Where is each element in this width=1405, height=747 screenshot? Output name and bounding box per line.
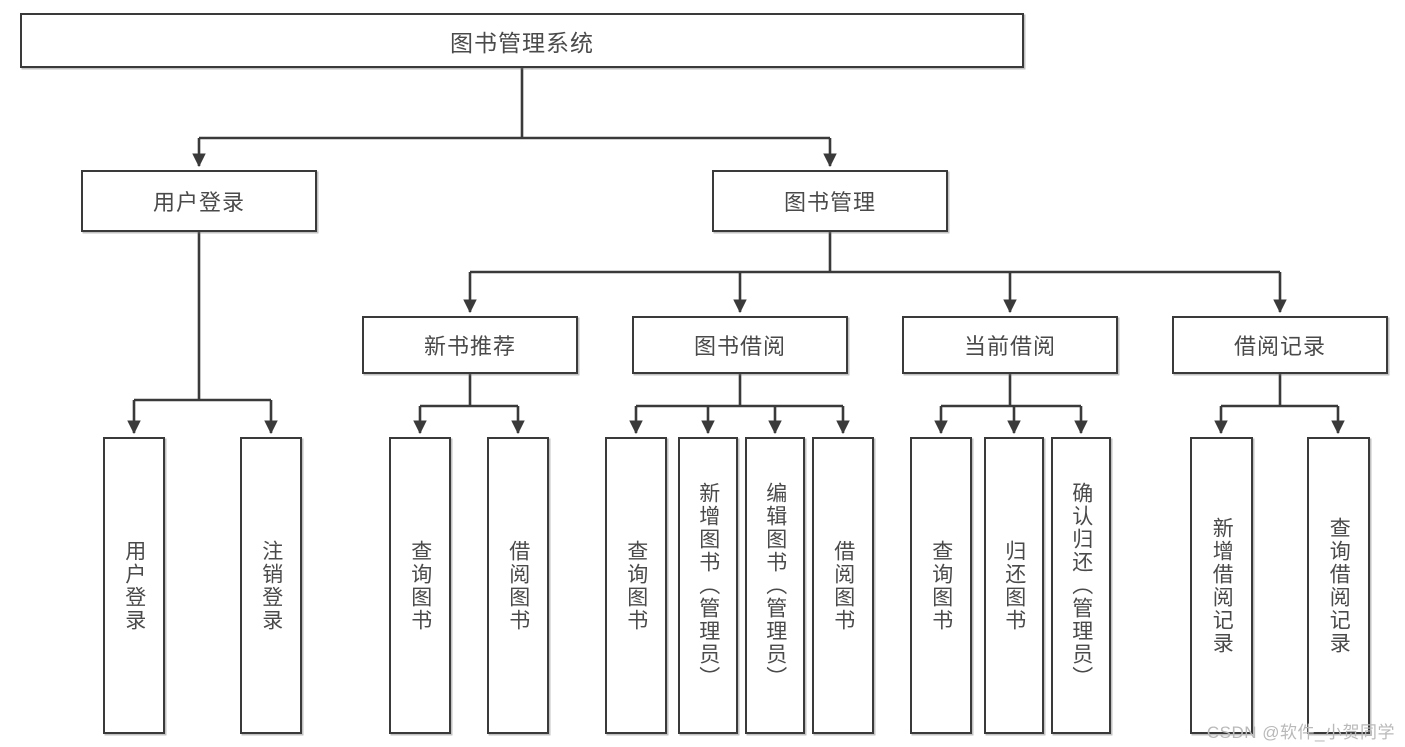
leaf-borrow-books-recommend[interactable]: 借阅图书	[487, 437, 549, 734]
leaf-add-borrow-record[interactable]: 新增借阅记录	[1190, 437, 1253, 734]
edges-level1-to-level2	[463, 232, 1287, 314]
node-label: 确认归还（管理员）	[1069, 482, 1093, 689]
node-new-book-recommend[interactable]: 新书推荐	[362, 316, 578, 374]
node-label: 当前借阅	[963, 334, 1056, 359]
node-label: 新增借阅记录	[1210, 516, 1234, 655]
node-label: 借阅图书	[506, 539, 530, 632]
node-label: 图书管理	[783, 190, 876, 215]
node-user-login[interactable]: 用户登录	[81, 170, 317, 232]
node-label: 用户登录	[122, 539, 146, 632]
edges-borrow-to-leaves	[629, 374, 850, 435]
edges-current-borrow-to-leaves	[934, 374, 1088, 435]
leaf-confirm-return-admin[interactable]: 确认归还（管理员）	[1051, 437, 1111, 734]
leaf-borrow-books[interactable]: 借阅图书	[812, 437, 874, 734]
node-book-management[interactable]: 图书管理	[712, 170, 948, 232]
csdn-watermark: CSDN @软件_小贺同学	[1206, 723, 1395, 742]
edges-user-login-to-leaves	[127, 232, 278, 435]
edges-root-to-level1	[192, 68, 837, 168]
node-label: 新书推荐	[423, 334, 516, 359]
node-label: 编辑图书（管理员）	[763, 482, 787, 689]
node-book-borrow[interactable]: 图书借阅	[632, 316, 848, 374]
node-label: 查询图书	[408, 539, 432, 632]
node-label: 新增图书（管理员）	[696, 482, 720, 689]
node-current-borrow[interactable]: 当前借阅	[902, 316, 1118, 374]
leaf-query-borrow-record[interactable]: 查询借阅记录	[1307, 437, 1370, 734]
edges-records-to-leaves	[1214, 374, 1345, 435]
leaf-logout[interactable]: 注销登录	[240, 437, 302, 734]
node-label: 查询图书	[624, 539, 648, 632]
node-label: 查询借阅记录	[1327, 516, 1351, 655]
leaf-query-books-current[interactable]: 查询图书	[910, 437, 972, 734]
leaf-add-book-admin[interactable]: 新增图书（管理员）	[678, 437, 738, 734]
edges-new-books-to-leaves	[413, 374, 525, 435]
leaf-edit-book-admin[interactable]: 编辑图书（管理员）	[745, 437, 805, 734]
node-label: 借阅记录	[1233, 334, 1326, 359]
node-label: 查询图书	[929, 539, 953, 632]
node-borrow-records[interactable]: 借阅记录	[1172, 316, 1388, 374]
node-label: 注销登录	[259, 539, 283, 632]
node-label: 图书借阅	[693, 334, 786, 359]
leaf-return-books[interactable]: 归还图书	[984, 437, 1044, 734]
node-label: 归还图书	[1002, 539, 1026, 632]
leaf-user-login[interactable]: 用户登录	[103, 437, 165, 734]
leaf-query-books-borrow[interactable]: 查询图书	[605, 437, 667, 734]
node-label: 图书管理系统	[450, 29, 594, 56]
node-label: 借阅图书	[831, 539, 855, 632]
node-label: 用户登录	[152, 190, 245, 215]
leaf-query-books-recommend[interactable]: 查询图书	[389, 437, 451, 734]
node-root-system[interactable]: 图书管理系统	[20, 13, 1024, 68]
